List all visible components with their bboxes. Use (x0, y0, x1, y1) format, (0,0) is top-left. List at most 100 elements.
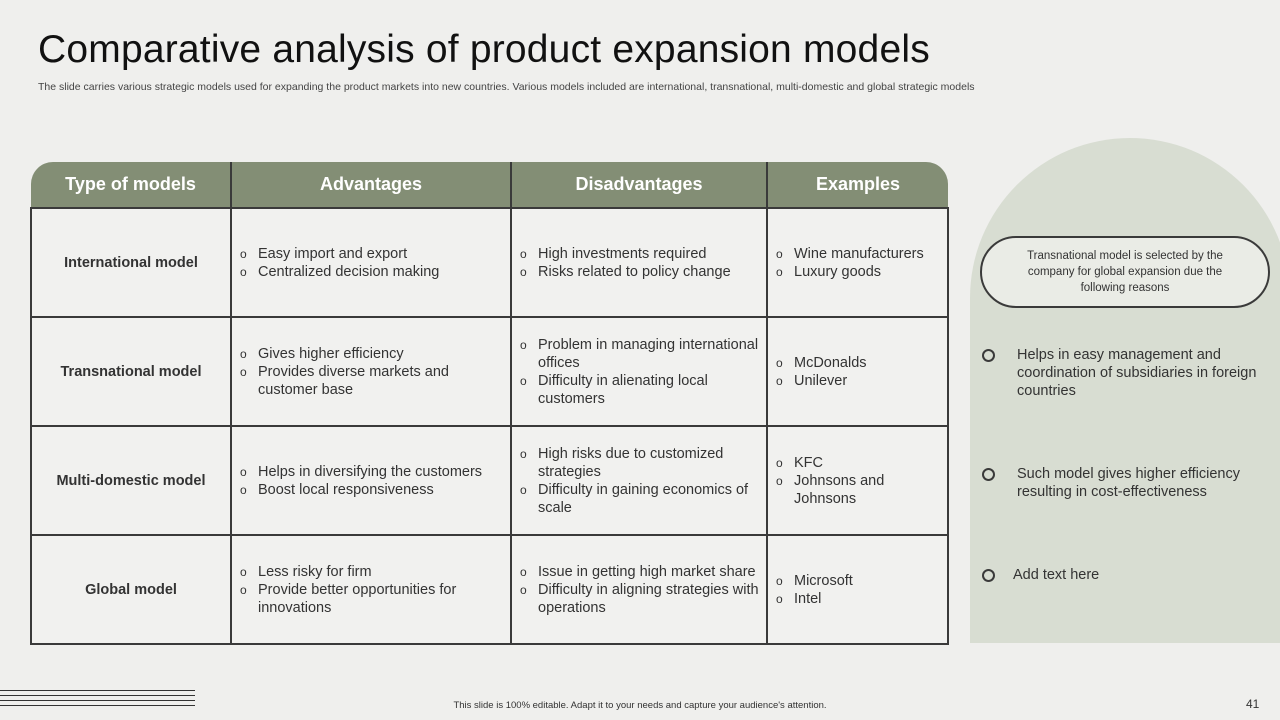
hollow-bullet-icon: o (520, 564, 527, 579)
list-item: o Centralized decision making (240, 263, 504, 281)
list-item-text: Problem in managing international office… (538, 336, 759, 371)
hollow-bullet-icon: o (240, 464, 247, 479)
hollow-bullet-icon: o (776, 573, 783, 588)
list-item: o Provide better opportunities for innova… (240, 581, 504, 617)
list-item: o McDonalds (776, 354, 941, 372)
list-item-text: Centralized decision making (258, 263, 440, 280)
hollow-bullet-icon: o (776, 246, 783, 261)
circle-bullet-icon (982, 468, 995, 481)
list-item: o Wine manufacturers (776, 245, 941, 263)
list-item: o Risks related to policy change (520, 263, 760, 281)
hollow-bullet-icon: o (520, 264, 527, 279)
disadvantages-cell: o Problem in managing international offic… (510, 316, 768, 427)
list-item-text: Helps in diversifying the customers (258, 463, 483, 480)
list-item-text: Unilever (794, 372, 848, 389)
list-item-text: Less risky for firm (258, 563, 372, 580)
header-type: Type of models (31, 162, 232, 208)
list-item: o Luxury goods (776, 263, 941, 281)
model-name-cell: Global model (30, 534, 232, 645)
hollow-bullet-icon: o (240, 264, 247, 279)
list-item-text: Johnsons and Johnsons (794, 472, 885, 507)
list-item-text: Luxury goods (794, 263, 882, 280)
list-item-text: High investments required (538, 245, 707, 262)
hollow-bullet-icon: o (240, 364, 247, 379)
list-item: o Problem in managing international offic… (520, 336, 760, 372)
list-item: o Unilever (776, 372, 941, 390)
model-name-cell: Transnational model (30, 316, 232, 427)
reason-text: Such model gives higher efficiency resul… (1017, 466, 1240, 500)
list-item-text: Risks related to policy change (538, 263, 731, 280)
list-item-text: Easy import and export (258, 245, 408, 262)
table-body: International model o Easy import and expo… (30, 207, 949, 645)
callout-pill: Transnational model is selected by the c… (980, 236, 1270, 308)
list-item-text: Boost local responsiveness (258, 481, 434, 498)
reason-item: Helps in easy management and coordinatio… (982, 346, 1262, 400)
list-item-text: KFC (794, 454, 823, 471)
slide-subtitle: The slide carries various strategic mode… (38, 81, 975, 93)
list-item-text: McDonalds (794, 354, 867, 371)
hollow-bullet-icon: o (776, 264, 783, 279)
hollow-bullet-icon: o (520, 373, 527, 388)
hollow-bullet-icon: o (520, 337, 527, 352)
disadvantages-list: o Problem in managing international offic… (512, 336, 766, 408)
list-item-text: Difficulty in gaining economics of scale (538, 481, 749, 516)
header-disadvantages: Disadvantages (511, 162, 768, 208)
comparison-table: Type of models Advantages Disadvantages … (30, 162, 949, 645)
list-item-text: Issue in getting high market share (538, 563, 756, 580)
hollow-bullet-icon: o (776, 373, 783, 388)
list-item-text: Provide better opportunities for innovat… (258, 581, 457, 616)
list-item: o Easy import and export (240, 245, 504, 263)
reason-item: Add text here (982, 566, 1262, 584)
circle-bullet-icon (982, 349, 995, 362)
list-item: o Provides diverse markets and customer b… (240, 363, 504, 399)
hollow-bullet-icon: o (520, 482, 527, 497)
list-item-text: Provides diverse markets and customer ba… (258, 363, 449, 398)
reason-text: Add text here (1013, 567, 1100, 583)
list-item-text: Difficulty in aligning strategies with o… (538, 581, 759, 616)
reason-text: Helps in easy management and coordinatio… (1017, 347, 1257, 399)
hollow-bullet-icon: o (776, 355, 783, 370)
table-row: Multi-domestic model o Helps in diversifyi… (30, 425, 949, 536)
decorative-lines (0, 690, 195, 710)
model-name-cell: International model (30, 207, 232, 318)
list-item: o Helps in diversifying the customers (240, 463, 504, 481)
slide-title: Comparative analysis of product expansio… (38, 28, 930, 71)
hollow-bullet-icon: o (240, 346, 247, 361)
hollow-bullet-icon: o (240, 582, 247, 597)
hollow-bullet-icon: o (240, 246, 247, 261)
list-item-text: Wine manufacturers (794, 245, 924, 262)
hollow-bullet-icon: o (520, 246, 527, 261)
hollow-bullet-icon: o (520, 582, 527, 597)
table-row: International model o Easy import and expo… (30, 207, 949, 318)
reason-item: Such model gives higher efficiency resul… (982, 465, 1262, 501)
callout-text: Transnational model is selected by the c… (1027, 250, 1223, 294)
model-name-cell: Multi-domestic model (30, 425, 232, 536)
